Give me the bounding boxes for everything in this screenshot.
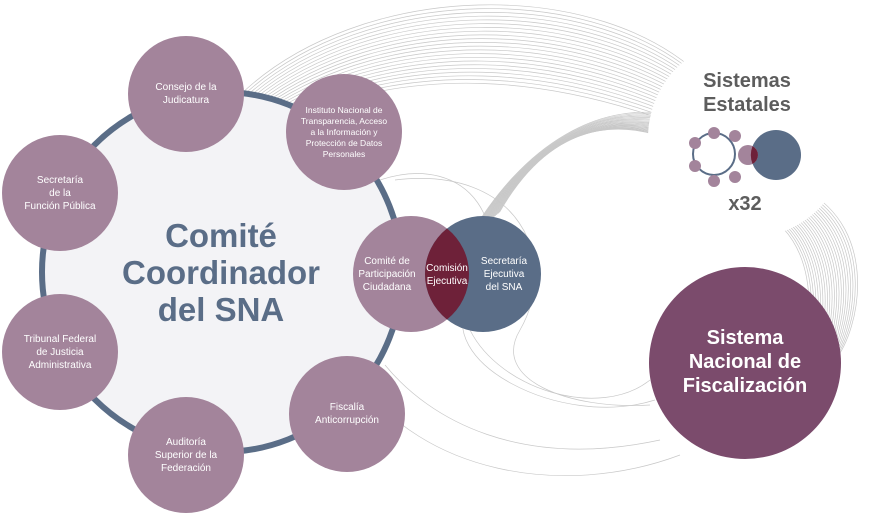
connector-arc — [469, 329, 651, 399]
connector-arc — [359, 379, 681, 477]
connector-arc — [260, 34, 699, 104]
mini-sna-icon — [689, 127, 801, 187]
comision-ejecutiva-lens — [424, 228, 470, 320]
comision-ejecutiva-label: Comisión Ejecutiva — [426, 263, 468, 287]
connector-arc — [242, 8, 705, 97]
connector-arc — [255, 27, 701, 102]
connector-arc — [263, 38, 699, 105]
tfja-circle — [2, 294, 118, 410]
connector-arc — [804, 189, 858, 361]
fiscalia-circle — [289, 356, 405, 472]
sistemas-estatales-circle — [648, 38, 848, 238]
connector-arc — [394, 178, 651, 406]
sesna-label: Secretaría Ejecutiva del SNA — [480, 255, 528, 293]
sistemas-estatales-title: Sistemas Estatales — [703, 70, 791, 116]
inai-label: Instituto Nacional de Transparencia, Acc… — [300, 104, 388, 159]
asf-label: Auditoría Superior de la Federación — [154, 436, 218, 474]
comite-coordinador-title: Comité Coordinador del SNA — [122, 217, 320, 328]
snf-title: Sistema Nacional de Fiscalización — [682, 327, 808, 397]
connector-arc — [803, 191, 856, 362]
connector-arc — [247, 15, 703, 99]
connector-arc — [384, 364, 661, 450]
connector-arc — [239, 4, 706, 96]
consejo-judicatura-label: Consejo de la Judicatura — [155, 82, 217, 106]
fiscalia-label: Fiscalía Anticorrupción — [315, 402, 379, 426]
tfja-label: Tribunal Federal de Justicia Administrat… — [23, 333, 97, 371]
connector-arc — [252, 23, 702, 101]
sfp-label: Secretaría de la Función Pública — [24, 174, 96, 212]
connector-arc — [268, 45, 697, 107]
snf-circle — [649, 267, 841, 459]
connector-arc — [244, 12, 704, 98]
inai-circle — [286, 74, 402, 190]
cpc-label: Comité de Participación Ciudadana — [358, 255, 416, 293]
consejo-judicatura-circle — [128, 36, 244, 152]
sfp-circle — [2, 135, 118, 251]
asf-circle — [128, 397, 244, 513]
connector-arc — [250, 19, 703, 100]
connector-arc — [257, 30, 700, 103]
sistemas-estatales-count: x32 — [728, 192, 762, 215]
connector-arc — [265, 42, 698, 106]
